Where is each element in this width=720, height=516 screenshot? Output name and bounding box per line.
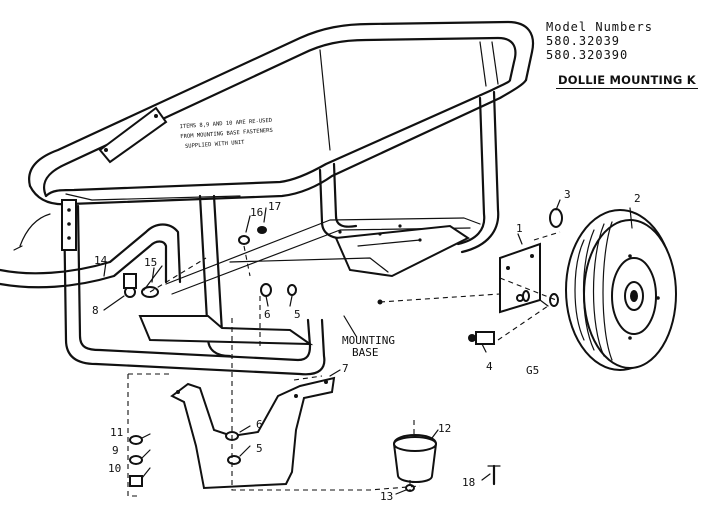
stacked-hardware xyxy=(129,435,143,487)
mounting-base-label-line-1: MOUNTING xyxy=(342,334,395,347)
callout-12: 12 xyxy=(438,422,451,435)
callout-1: 1 xyxy=(516,222,523,235)
assembly-lines xyxy=(127,231,561,497)
callout-18: 18 xyxy=(462,476,475,489)
callout-2: 2 xyxy=(634,192,641,205)
callout-9: 9 xyxy=(112,444,119,457)
callout-10: 10 xyxy=(108,462,121,475)
callout-8: 8 xyxy=(92,304,99,317)
wheel xyxy=(565,209,677,371)
figure-code: G5 xyxy=(526,364,539,377)
rubber-foot xyxy=(392,434,501,492)
callout-numbers: 1 2 3 4 5 6 7 8 9 10 11 12 13 14 15 16 1… xyxy=(92,188,641,503)
model-number-1: 580.32039 xyxy=(546,34,621,48)
fasteners xyxy=(123,226,559,345)
reuse-note: ITEMS 8,9 AND 10 ARE RE-USED FROM MOUNTI… xyxy=(179,118,273,150)
wheel-bracket xyxy=(499,242,549,314)
diagram-title: DOLLIE MOUNTING K xyxy=(556,73,698,89)
leader-lines xyxy=(103,199,633,495)
callout-6: 6 xyxy=(264,308,271,321)
instruction-plate xyxy=(98,106,168,164)
callout-3: 3 xyxy=(564,188,571,201)
mounting-base-label-line-2: BASE xyxy=(352,346,379,359)
callout-13: 13 xyxy=(380,490,393,503)
callout-17: 17 xyxy=(268,200,281,213)
callout-5-lower: 5 xyxy=(256,442,263,455)
callout-6-lower: 6 xyxy=(256,418,263,431)
handle-frame xyxy=(28,20,535,206)
note-line-3: SUPPLIED WITH UNIT xyxy=(185,140,246,150)
callout-16: 16 xyxy=(250,206,263,219)
callout-14: 14 xyxy=(94,254,108,267)
note-line-2: FROM MOUNTING BASE FASTENERS xyxy=(180,128,273,140)
hub-cap xyxy=(549,208,563,228)
base-pan xyxy=(138,217,481,346)
model-numbers-heading: Model Numbers xyxy=(546,20,653,34)
lower-bracket xyxy=(170,376,336,490)
model-number-2: 580.320390 xyxy=(546,48,629,62)
callout-4: 4 xyxy=(486,360,493,373)
callout-11: 11 xyxy=(110,426,123,439)
callout-15: 15 xyxy=(144,256,157,269)
callout-5: 5 xyxy=(294,308,301,321)
callout-7: 7 xyxy=(342,362,349,375)
